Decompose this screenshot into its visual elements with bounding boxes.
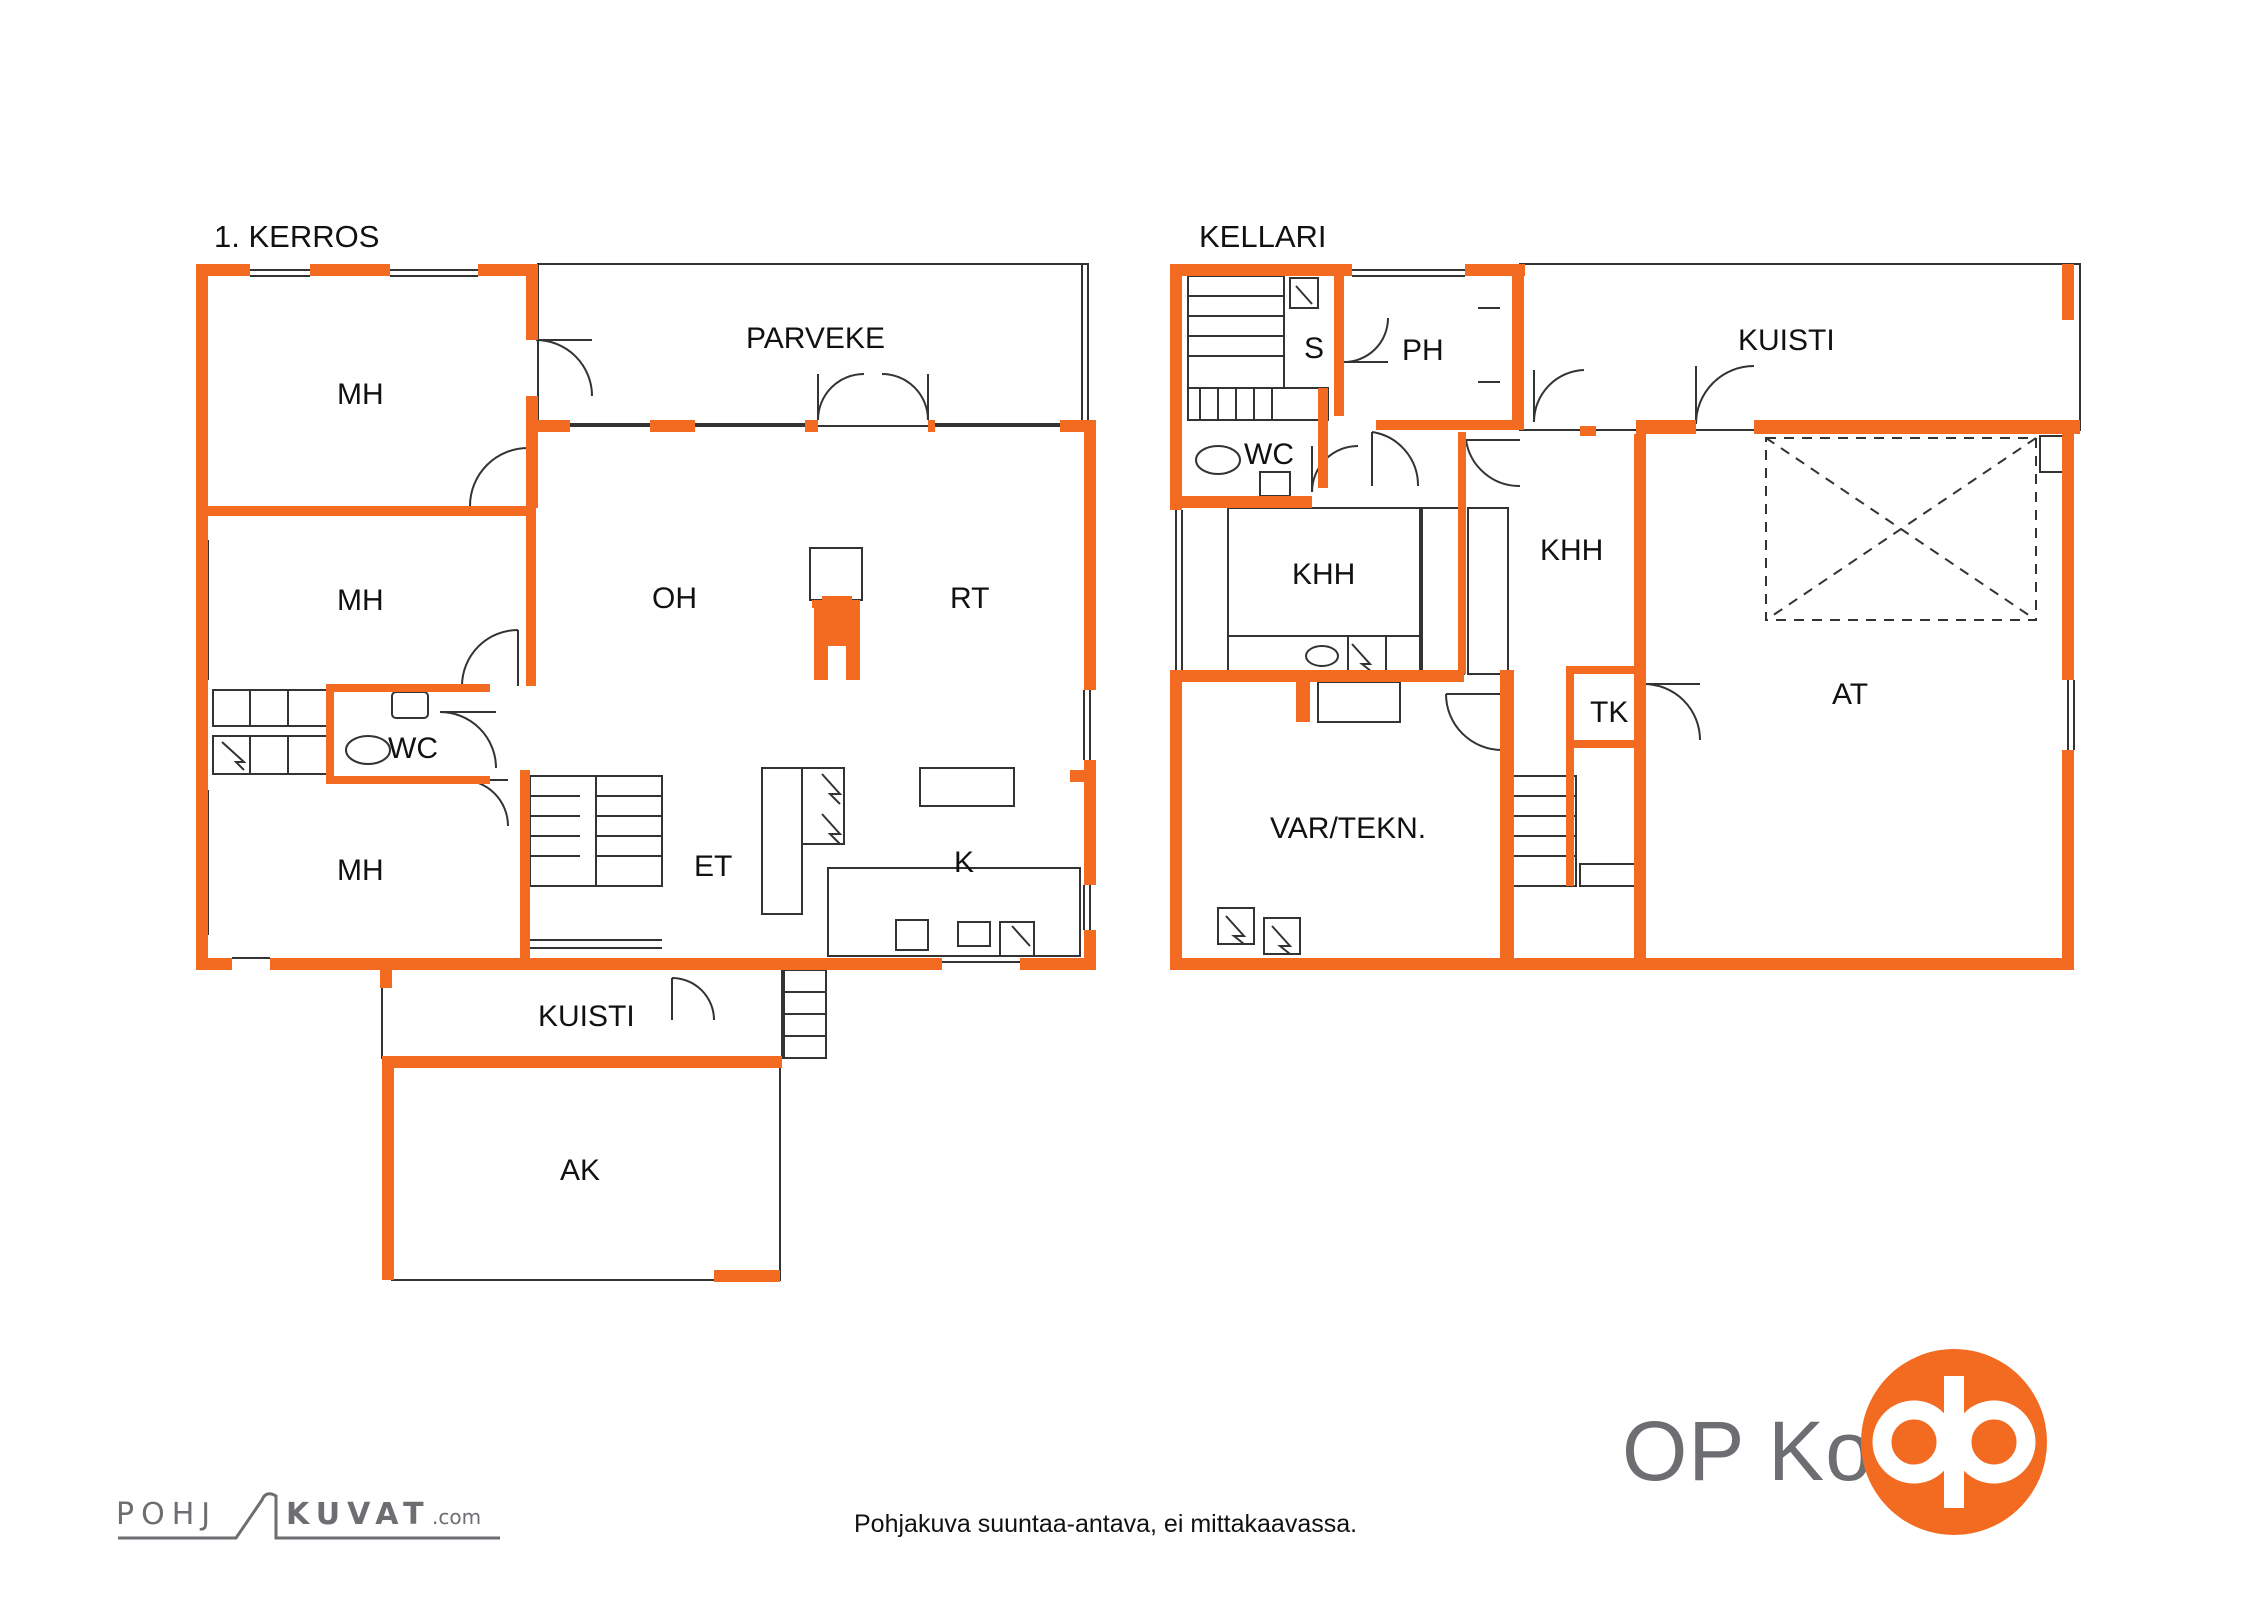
floor-title-2: KELLARI xyxy=(1199,219,1327,254)
thin-lines xyxy=(201,263,1091,1281)
room-labels-1: MH MH MH PARVEKE OH RT WC ET K KUISTI AK xyxy=(337,322,989,1187)
cabinet-marks-1 xyxy=(221,741,1031,947)
room-label-khh-1: KHH xyxy=(1292,558,1355,591)
room-label-var-tekn: VAR/TEKN. xyxy=(1270,812,1426,845)
disclaimer-text: Pohjakuva suuntaa-antava, ei mittakaavas… xyxy=(854,1510,1357,1538)
cabinet-marks-2 xyxy=(1225,285,1373,955)
op-logo-icon xyxy=(1861,1349,2047,1535)
room-label-s: S xyxy=(1304,332,1324,365)
room-label-wc-2: WC xyxy=(1244,438,1294,471)
room-label-ph: PH xyxy=(1402,334,1444,367)
first-floor-plan: 1. KERROS xyxy=(196,219,1096,1282)
walls-1 xyxy=(196,264,1096,1282)
room-label-tk: TK xyxy=(1590,696,1628,729)
room-label-parveke: PARVEKE xyxy=(746,322,885,355)
brand-block: OP Koti xyxy=(1622,1349,2047,1535)
basement-plan: KELLARI xyxy=(1170,219,2081,970)
room-label-ak: AK xyxy=(560,1154,600,1187)
room-label-mh-1: MH xyxy=(337,378,384,411)
room-label-oh: OH xyxy=(652,582,697,615)
room-label-mh-3: MH xyxy=(337,854,384,887)
door-swings-2 xyxy=(1311,317,1755,751)
watermark-right: KUVAT xyxy=(286,1497,431,1532)
thin-lines-2 xyxy=(1175,263,2081,955)
watermark-domain: .com xyxy=(432,1505,481,1529)
walls-2 xyxy=(1170,264,2080,970)
room-label-kuisti-1: KUISTI xyxy=(538,1000,635,1033)
room-label-khh-2: KHH xyxy=(1540,534,1603,567)
room-label-et: ET xyxy=(694,850,732,883)
room-label-rt: RT xyxy=(950,582,989,615)
room-label-kuisti-2: KUISTI xyxy=(1738,324,1835,357)
room-label-mh-2: MH xyxy=(337,584,384,617)
room-label-wc-1: WC xyxy=(388,732,438,765)
room-labels-2: S PH KUISTI WC KHH KHH TK AT VAR/TEKN. xyxy=(1244,324,1868,845)
pohjakuvat-watermark: POHJ KUVAT .com xyxy=(116,1492,500,1540)
room-label-at: AT xyxy=(1832,678,1868,711)
floor-title-1: 1. KERROS xyxy=(214,219,379,254)
watermark-left: POHJ xyxy=(116,1497,217,1532)
room-label-k: K xyxy=(954,846,974,879)
